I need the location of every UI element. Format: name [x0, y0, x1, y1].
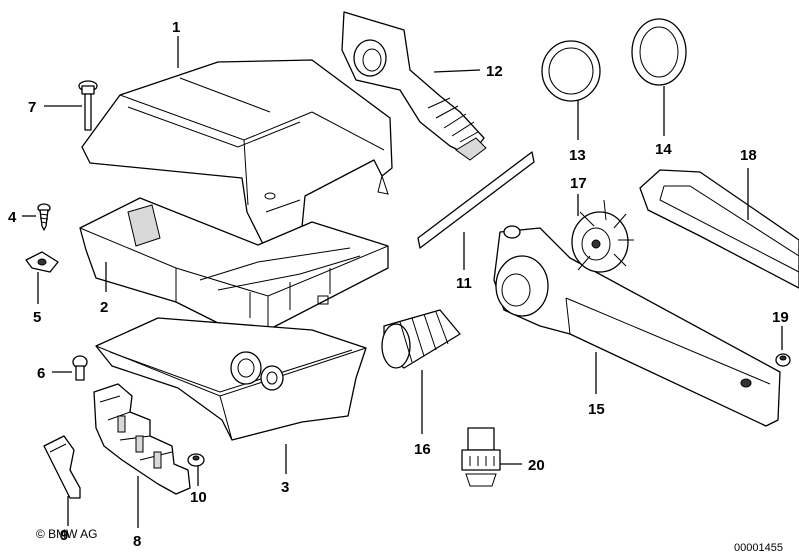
part-19-screw — [775, 353, 791, 367]
part-3-housing — [95, 317, 367, 441]
part-15-duct — [493, 225, 781, 427]
part-8-bracket — [93, 383, 191, 495]
callout-12: 12 — [486, 63, 503, 80]
callout-14: 14 — [655, 141, 672, 158]
part-13-grommet — [541, 40, 601, 102]
part-1-cover — [81, 59, 393, 251]
callout-18: 18 — [740, 147, 757, 164]
callout-labels: 1 2 3 4 5 6 7 8 9 10 11 12 13 14 15 16 1… — [8, 19, 789, 550]
part-16-bellows — [381, 309, 461, 369]
callout-20: 20 — [528, 457, 545, 474]
part-6-bolt — [72, 355, 88, 381]
callout-17: 17 — [570, 175, 587, 192]
part-4-screw — [37, 203, 51, 231]
copyright-text: © BMW AG — [36, 527, 98, 541]
callout-1: 1 — [172, 19, 180, 36]
part-17-fan — [571, 199, 634, 273]
callout-5: 5 — [33, 309, 41, 326]
part-11-strip — [417, 151, 535, 249]
callout-11: 11 — [456, 275, 472, 292]
callout-7: 7 — [28, 99, 36, 116]
callout-13: 13 — [569, 147, 586, 164]
part-12-hose — [341, 11, 487, 161]
part-14-grommet — [631, 18, 687, 86]
callout-6: 6 — [37, 365, 45, 382]
part-7-bolt — [78, 80, 98, 131]
part-20-sensor — [461, 427, 501, 487]
callout-15: 15 — [588, 401, 605, 418]
callout-8: 8 — [133, 533, 141, 550]
callout-19: 19 — [772, 309, 789, 326]
part-10-nut — [187, 453, 205, 467]
callout-2: 2 — [100, 299, 108, 316]
callout-16: 16 — [414, 441, 431, 458]
callout-9: 9 — [60, 527, 68, 544]
part-2-tray — [79, 197, 389, 339]
part-5-clip-nut — [25, 251, 59, 273]
leader-lines — [22, 36, 783, 528]
callout-3: 3 — [281, 479, 289, 496]
part-18-seal — [639, 169, 799, 289]
part-9-clip — [43, 435, 81, 499]
diagram-code: 00001455 — [734, 542, 783, 554]
callout-10: 10 — [190, 489, 207, 506]
callout-4: 4 — [8, 209, 17, 226]
